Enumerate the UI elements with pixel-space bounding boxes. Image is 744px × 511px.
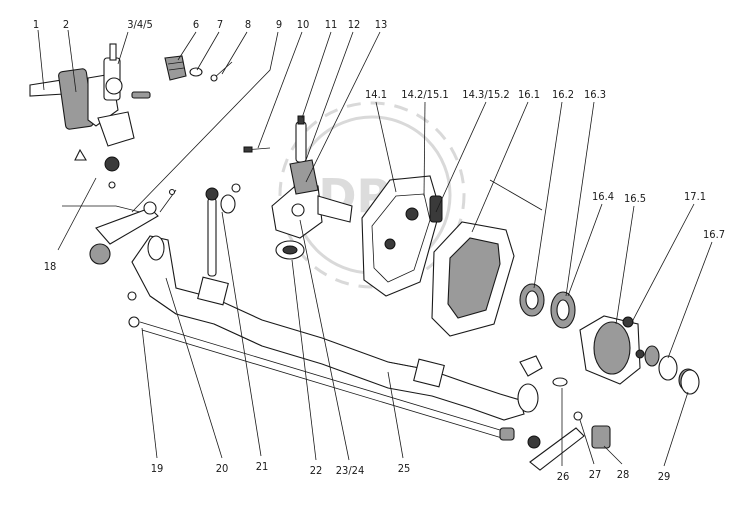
callout-17-1: 17.1 xyxy=(684,190,706,203)
front-axle-beam xyxy=(131,235,539,421)
callout-29: 29 xyxy=(658,470,671,483)
callout-14-1: 14.1 xyxy=(365,88,387,101)
kingpin-parts xyxy=(243,115,307,163)
callout-13: 13 xyxy=(375,18,388,31)
callout-16-5: 16.5 xyxy=(624,192,646,205)
callout-26: 26 xyxy=(557,470,570,483)
callout-28: 28 xyxy=(617,468,630,481)
wheel-bearings xyxy=(519,283,576,329)
callout-8: 8 xyxy=(245,18,251,31)
callout-2: 2 xyxy=(63,18,69,31)
spring-pins xyxy=(205,183,241,277)
callout-14-2-15-1: 14.2/15.1 xyxy=(401,88,448,101)
callout-12: 12 xyxy=(348,18,361,31)
brake-drum xyxy=(431,179,543,337)
callout-16-2: 16.2 xyxy=(552,88,574,101)
callout-11: 11 xyxy=(325,18,338,31)
callout-16-7: 16.7 xyxy=(703,228,725,241)
tie-rod xyxy=(127,291,515,441)
callout-19: 19 xyxy=(151,462,164,475)
brake-backing-plate xyxy=(361,175,443,297)
callout-27: 27 xyxy=(589,468,602,481)
callout-1: 1 xyxy=(33,18,39,31)
wheel-hub xyxy=(579,315,698,392)
callout-3-4-5: 3/4/5 xyxy=(127,18,153,31)
callout-14-3-15-2: 14.3/15.2 xyxy=(462,88,509,101)
leader-lines xyxy=(37,29,713,467)
callout-21: 21 xyxy=(256,460,269,473)
callout-23-24: 23/24 xyxy=(336,464,365,477)
callout-22: 22 xyxy=(310,464,323,477)
steering-arm xyxy=(89,188,177,265)
small-parts-6-7-8 xyxy=(164,55,233,82)
callout-18: 18 xyxy=(44,260,57,273)
callout-7: 7 xyxy=(217,18,223,31)
right-steering-knuckle xyxy=(271,159,353,260)
callout-6: 6 xyxy=(193,18,199,31)
callout-16-4: 16.4 xyxy=(592,190,614,203)
callout-16-3: 16.3 xyxy=(584,88,606,101)
callout-16-1: 16.1 xyxy=(518,88,540,101)
right-small-parts xyxy=(519,355,700,471)
callout-25: 25 xyxy=(398,462,411,475)
callout-labels: 1 2 3/4/5 6 7 8 9 10 11 12 13 14.1 14.2/… xyxy=(33,18,725,483)
callout-9: 9 xyxy=(276,18,282,31)
callout-10: 10 xyxy=(297,18,310,31)
left-steering-knuckle xyxy=(29,43,151,189)
callout-20: 20 xyxy=(216,462,229,475)
